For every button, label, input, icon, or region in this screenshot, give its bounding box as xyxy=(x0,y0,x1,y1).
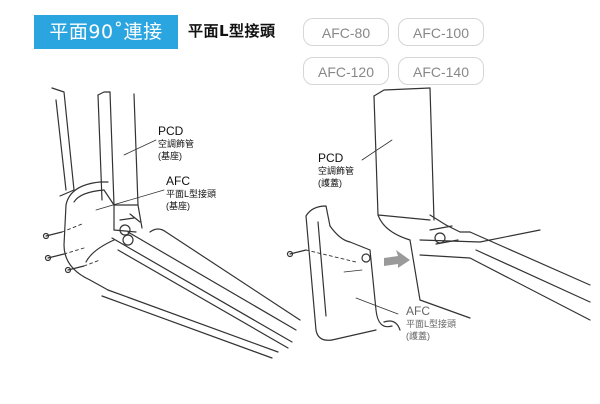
left-guide-lines xyxy=(61,223,101,267)
right-afc-leader xyxy=(355,297,399,315)
left-hinge xyxy=(119,213,141,246)
model-chip-afc-100[interactable]: AFC-100 xyxy=(398,18,484,46)
right-afc-desc: 平面L型接頭 xyxy=(406,319,457,329)
left-vertical-duct xyxy=(97,91,139,206)
right-screw xyxy=(286,249,371,263)
left-afc-leader xyxy=(95,189,165,211)
model-chip-afc-80[interactable]: AFC-80 xyxy=(303,18,389,46)
right-pcd-name: PCD xyxy=(318,151,344,165)
right-hinge xyxy=(429,225,459,245)
left-horizontal-duct xyxy=(101,228,301,359)
left-afc-name: AFC xyxy=(166,174,190,188)
left-pcd-note: (基座) xyxy=(158,151,182,161)
model-chip-afc-120[interactable]: AFC-120 xyxy=(303,57,389,85)
left-pcd-desc: 空調飾管 xyxy=(158,139,195,149)
right-afc-name: AFC xyxy=(406,304,430,318)
left-wall xyxy=(51,87,75,197)
right-pcd-desc: 空調飾管 xyxy=(318,166,355,176)
right-pcd-note: (護蓋) xyxy=(318,178,342,188)
right-base-joint xyxy=(377,214,591,321)
left-screws xyxy=(42,231,85,274)
right-vertical-duct xyxy=(373,87,447,226)
left-pcd-name: PCD xyxy=(158,124,184,138)
subtitle: 平面L型接頭 xyxy=(188,22,276,40)
insert-arrow-icon xyxy=(384,250,410,268)
right-pcd-leader xyxy=(361,139,393,161)
left-afc-note: (基座) xyxy=(166,201,190,211)
right-afc-note: (護蓋) xyxy=(406,331,430,341)
left-afc-desc: 平面L型接頭 xyxy=(166,189,217,199)
left-pcd-leader xyxy=(123,139,157,156)
right-cover-piece xyxy=(305,205,401,341)
right-tab xyxy=(343,269,363,273)
right-guide-line xyxy=(305,249,357,263)
model-chip-afc-140[interactable]: AFC-140 xyxy=(398,57,484,85)
title-badge: 平面90˚連接 xyxy=(34,15,178,49)
